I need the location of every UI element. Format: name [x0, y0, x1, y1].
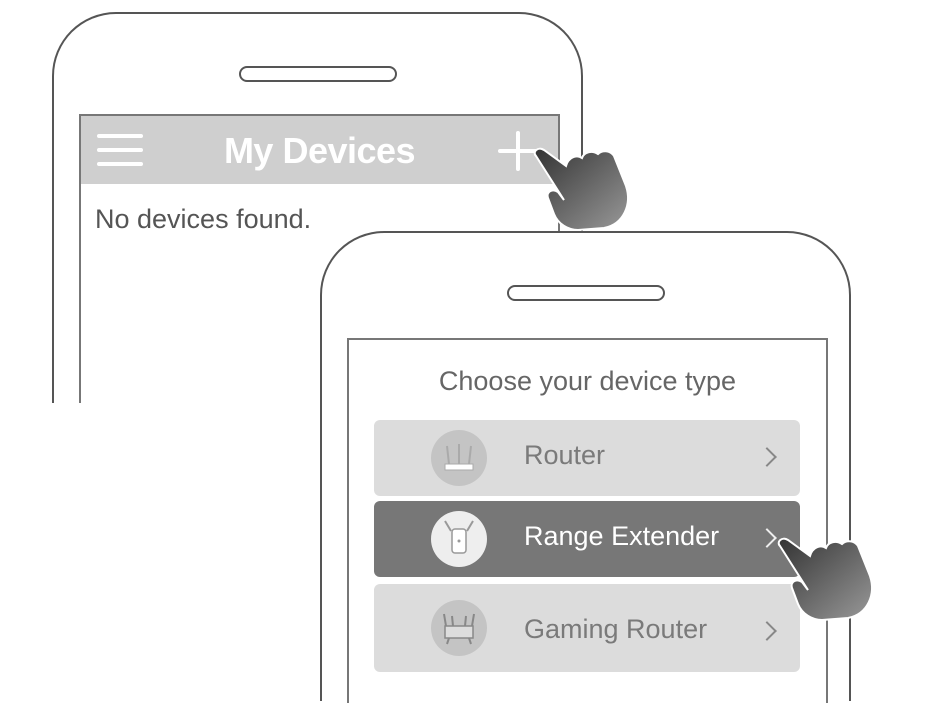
app-header: My Devices: [81, 116, 558, 184]
empty-state-message: No devices found.: [95, 204, 312, 234]
phone-speaker: [507, 285, 665, 301]
device-option-router[interactable]: Router: [374, 420, 800, 496]
device-type-heading: Choose your device type: [438, 366, 737, 396]
plus-icon[interactable]: [498, 131, 538, 171]
pointing-hand-icon: [533, 147, 629, 232]
phone-screen: Choose your device type Router: [347, 338, 828, 703]
device-option-label: Range Extender: [524, 521, 720, 551]
pointing-hand-icon: [777, 537, 873, 622]
page-title: My Devices: [223, 130, 416, 171]
chevron-right-icon: [757, 447, 777, 467]
device-option-gaming-router[interactable]: Gaming Router: [374, 584, 800, 672]
device-option-label: Router: [524, 440, 606, 470]
hamburger-menu-icon[interactable]: [97, 134, 143, 166]
router-icon: [431, 430, 487, 486]
device-option-label: Gaming Router: [524, 614, 708, 644]
gaming-router-icon: [431, 600, 487, 656]
phone-choose-device: Choose your device type Router: [320, 231, 851, 703]
chevron-right-icon: [757, 621, 777, 641]
range-extender-icon: [431, 511, 487, 567]
device-option-range-extender[interactable]: Range Extender: [374, 501, 800, 577]
phone-speaker: [239, 66, 397, 82]
